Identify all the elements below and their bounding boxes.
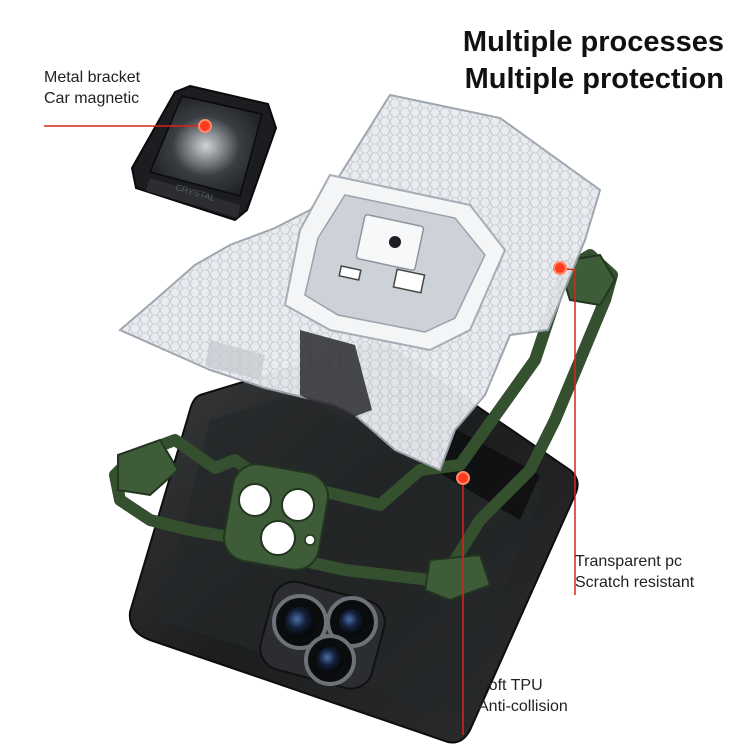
phone-camera-module [259, 580, 386, 690]
callout-metal-bracket-line-1: Metal bracket [44, 69, 141, 86]
transparent-pc-panel [118, 93, 602, 472]
callout-soft-tpu-line-2: Anti-collision [478, 698, 568, 715]
metal-bracket: CRYSTAL [130, 84, 278, 222]
callout-lines [44, 119, 576, 735]
callout-soft-tpu: Soft TPU Anti-collision [478, 675, 568, 717]
headline-line-1: Multiple processes [462, 26, 724, 58]
callout-transparent-pc-line-1: Transparent pc [575, 553, 683, 570]
callout-transparent-pc-line-2: Scratch resistant [575, 574, 695, 591]
callout-soft-tpu-line-1: Soft TPU [478, 677, 543, 694]
callout-metal-bracket: Metal bracket Car magnetic [44, 67, 140, 109]
callout-transparent-pc: Transparent pc Scratch resistant [575, 551, 694, 593]
headline: Multiple processes Multiple protection [463, 24, 724, 98]
headline-line-2: Multiple protection [464, 63, 724, 95]
callout-metal-bracket-line-2: Car magnetic [44, 90, 140, 107]
tpu-bumper-frame [109, 249, 618, 602]
